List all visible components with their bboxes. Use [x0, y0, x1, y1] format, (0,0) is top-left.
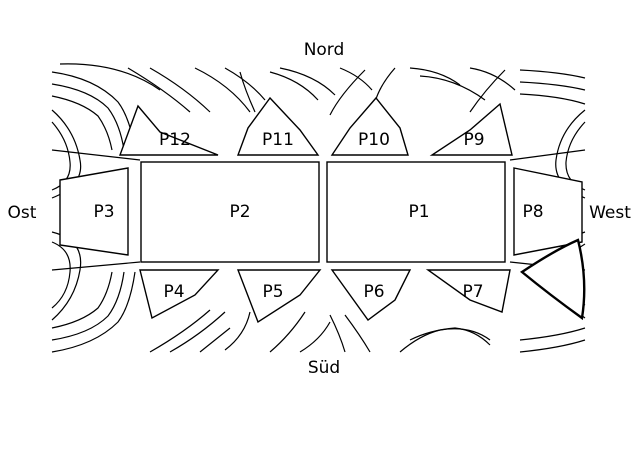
compass-west: West: [589, 203, 631, 223]
compass-south: Süd: [308, 358, 340, 378]
label-p5: P5: [262, 282, 283, 302]
plot-p2[interactable]: [140, 161, 320, 263]
highlighted-area[interactable]: [519, 238, 586, 321]
plot-p9[interactable]: [429, 102, 513, 156]
label-p10: P10: [358, 130, 390, 150]
label-p11: P11: [262, 130, 294, 150]
compass-east: Ost: [8, 203, 37, 223]
plot-p12[interactable]: [118, 104, 219, 156]
plot-p11[interactable]: [236, 96, 320, 156]
plot-p3[interactable]: [59, 167, 129, 256]
label-p1: P1: [408, 202, 429, 222]
label-p8: P8: [522, 202, 543, 222]
label-p12: P12: [159, 130, 191, 150]
label-p6: P6: [363, 282, 384, 302]
plot-p6[interactable]: [330, 269, 412, 321]
label-p2: P2: [229, 202, 250, 222]
plot-p1[interactable]: [326, 161, 506, 263]
plot-p7[interactable]: [425, 269, 511, 313]
label-p3: P3: [93, 202, 114, 222]
plot-p5[interactable]: [236, 269, 322, 324]
compass-north: Nord: [304, 40, 345, 60]
plot-p8[interactable]: [513, 167, 583, 256]
label-p7: P7: [462, 282, 483, 302]
label-p9: P9: [463, 130, 484, 150]
label-p4: P4: [163, 282, 184, 302]
plot-p10[interactable]: [330, 96, 409, 156]
plot-p4[interactable]: [139, 269, 220, 320]
bottom-arches: [51, 271, 586, 353]
